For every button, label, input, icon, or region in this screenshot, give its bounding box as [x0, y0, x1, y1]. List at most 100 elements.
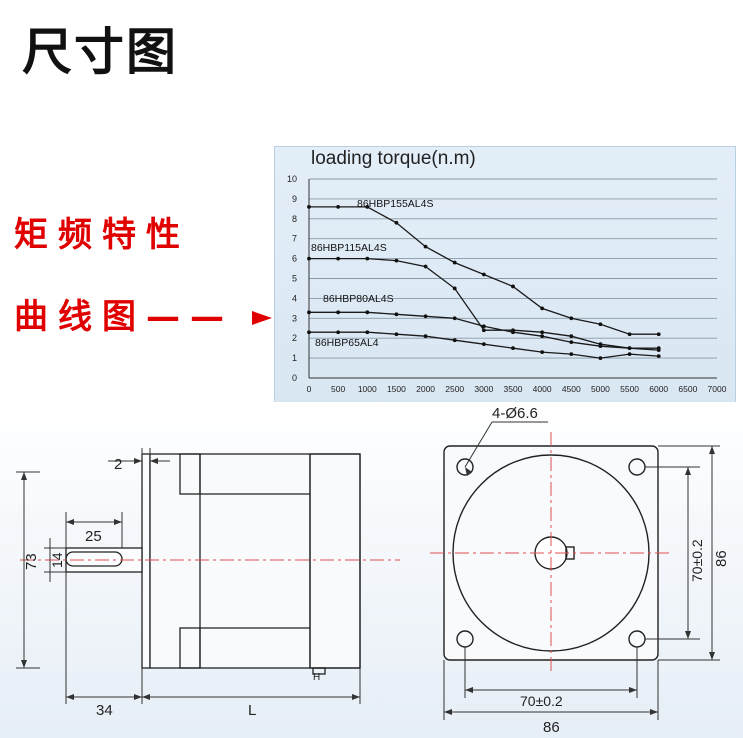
- dim-shaft-total: 73: [23, 553, 40, 570]
- front-dimension-lines: [443, 421, 720, 720]
- data-point: [365, 330, 370, 335]
- data-point: [394, 312, 399, 317]
- y-tick-label: 1: [292, 353, 297, 363]
- data-point: [481, 342, 486, 347]
- data-point: [452, 286, 457, 291]
- dim-small-mark: H: [313, 672, 320, 683]
- series-label: 86HBP80AL4S: [323, 293, 394, 305]
- data-point: [598, 344, 603, 349]
- data-point: [540, 350, 545, 355]
- dim-key-height: 14: [49, 552, 65, 568]
- data-point: [394, 258, 399, 263]
- x-tick-label: 5500: [620, 384, 639, 394]
- side-dimension-lines: [16, 448, 361, 704]
- data-point: [307, 256, 311, 261]
- series-label: 86HBP115AL4S: [311, 242, 387, 254]
- y-tick-label: 5: [292, 274, 297, 284]
- series-label: 86HBP65AL4: [315, 337, 379, 349]
- dim-frame-h: 86: [543, 719, 560, 736]
- y-tick-label: 9: [292, 194, 297, 204]
- data-point: [656, 354, 661, 359]
- data-point: [307, 330, 311, 335]
- data-point: [307, 204, 311, 209]
- x-tick-label: 6000: [649, 384, 668, 394]
- data-point: [452, 316, 457, 321]
- series-line: [309, 206, 659, 335]
- x-tick-label: 2500: [445, 384, 464, 394]
- arrow-pointer: [252, 311, 272, 325]
- side-label-line1: 矩频特性: [14, 215, 190, 255]
- data-point: [336, 310, 341, 315]
- x-tick-label: 3500: [504, 384, 523, 394]
- data-point: [598, 322, 603, 327]
- x-tick-label: 0: [307, 384, 312, 394]
- side-view: [65, 453, 361, 675]
- data-point: [365, 310, 370, 315]
- x-tick-label: 5000: [591, 384, 610, 394]
- data-point: [540, 330, 545, 335]
- data-point: [307, 310, 311, 315]
- front-arrowheads: [444, 446, 715, 715]
- data-point: [423, 314, 428, 319]
- dim-hole-spacing-h: 70±0.2: [520, 693, 563, 709]
- side-arrowheads: [21, 458, 360, 700]
- x-tick-label: 4500: [562, 384, 581, 394]
- data-point: [336, 330, 341, 335]
- y-tick-label: 2: [292, 333, 297, 343]
- data-point: [365, 256, 370, 261]
- chart-title: loading torque(n.m): [311, 148, 476, 169]
- x-tick-label: 1500: [387, 384, 406, 394]
- dim-body-length: L: [248, 702, 256, 719]
- x-tick-label: 6500: [678, 384, 697, 394]
- data-point: [627, 346, 632, 351]
- y-tick-label: 6: [292, 254, 297, 264]
- series-label: 86HBP155AL4S: [357, 198, 433, 210]
- data-point: [540, 306, 545, 311]
- data-point: [336, 204, 341, 209]
- dim-holes: 4-Ø6.6: [492, 405, 538, 422]
- data-point: [481, 328, 486, 333]
- data-point: [569, 340, 574, 345]
- data-point: [452, 260, 457, 265]
- x-tick-label: 7000: [708, 384, 727, 394]
- data-point: [656, 346, 661, 351]
- dim-frame-v: 86: [713, 550, 730, 567]
- y-tick-label: 10: [287, 174, 297, 184]
- data-point: [336, 256, 341, 261]
- y-tick-label: 3: [292, 313, 297, 323]
- front-center-lines: [430, 432, 672, 674]
- data-point: [569, 316, 574, 321]
- dimension-drawing: 2 25 73 14 34 L H: [0, 402, 743, 738]
- data-point: [511, 284, 515, 289]
- y-tick-label: 8: [292, 214, 297, 224]
- data-point: [423, 334, 428, 339]
- data-point: [365, 204, 370, 209]
- x-tick-label: 500: [331, 384, 345, 394]
- data-point: [394, 220, 399, 225]
- x-tick-label: 3000: [474, 384, 493, 394]
- data-point: [627, 332, 632, 337]
- dim-shaft-extension: 34: [96, 702, 113, 719]
- data-point: [481, 272, 486, 277]
- dim-flange: 2: [114, 456, 122, 473]
- x-tick-label: 1000: [358, 384, 377, 394]
- data-point: [423, 264, 428, 269]
- data-point: [394, 332, 399, 337]
- y-tick-label: 0: [292, 373, 297, 383]
- data-point: [511, 346, 515, 351]
- x-tick-label: 2000: [416, 384, 435, 394]
- data-point: [569, 352, 574, 357]
- data-point: [598, 356, 603, 360]
- data-point: [423, 244, 428, 249]
- data-point: [540, 334, 545, 339]
- x-tick-label: 4000: [533, 384, 552, 394]
- dim-key-length: 25: [85, 528, 102, 545]
- dim-hole-spacing-v: 70±0.2: [689, 539, 705, 582]
- data-point: [511, 330, 515, 335]
- y-tick-label: 7: [292, 234, 297, 244]
- data-point: [656, 332, 661, 337]
- data-point: [627, 352, 632, 357]
- page-title: 尺寸图: [22, 23, 178, 81]
